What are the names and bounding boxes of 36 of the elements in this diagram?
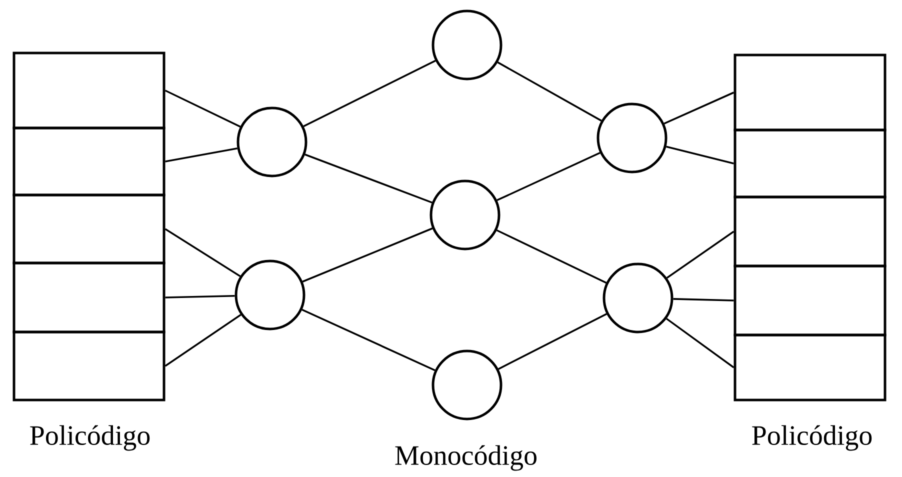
connector-line <box>666 318 734 368</box>
table-cell <box>12 52 166 130</box>
connector-line <box>165 294 235 298</box>
connector-line <box>496 229 607 284</box>
connector-line <box>164 228 241 277</box>
table-cell <box>734 128 886 198</box>
connector-line <box>303 60 436 128</box>
table-cell <box>12 330 166 402</box>
connector-line <box>302 308 436 372</box>
connector-line <box>165 147 238 162</box>
connector-line <box>164 314 242 367</box>
circle-node <box>432 350 502 420</box>
connector-line <box>498 313 607 370</box>
circle-node <box>432 10 502 80</box>
table-cell <box>734 54 886 132</box>
connector-line <box>673 298 734 302</box>
circle-node <box>602 262 674 334</box>
connector-line <box>664 92 734 124</box>
table-cell <box>12 194 166 264</box>
circle-node <box>430 180 500 250</box>
connector-line <box>302 228 433 282</box>
caption-label: Monocódigo <box>395 445 536 471</box>
table-cell <box>12 262 166 334</box>
table-cell <box>12 126 166 196</box>
circle-node <box>236 106 308 178</box>
table-cell <box>734 334 886 402</box>
table-cell <box>734 196 886 268</box>
table-cell <box>734 264 886 336</box>
connector-line <box>304 154 432 204</box>
connector-line <box>497 62 602 122</box>
connector-line <box>496 152 600 202</box>
circle-node <box>234 260 306 330</box>
connector-line <box>164 90 241 128</box>
connector-line <box>666 230 734 279</box>
connector-line <box>666 146 734 164</box>
circle-node <box>596 102 668 174</box>
